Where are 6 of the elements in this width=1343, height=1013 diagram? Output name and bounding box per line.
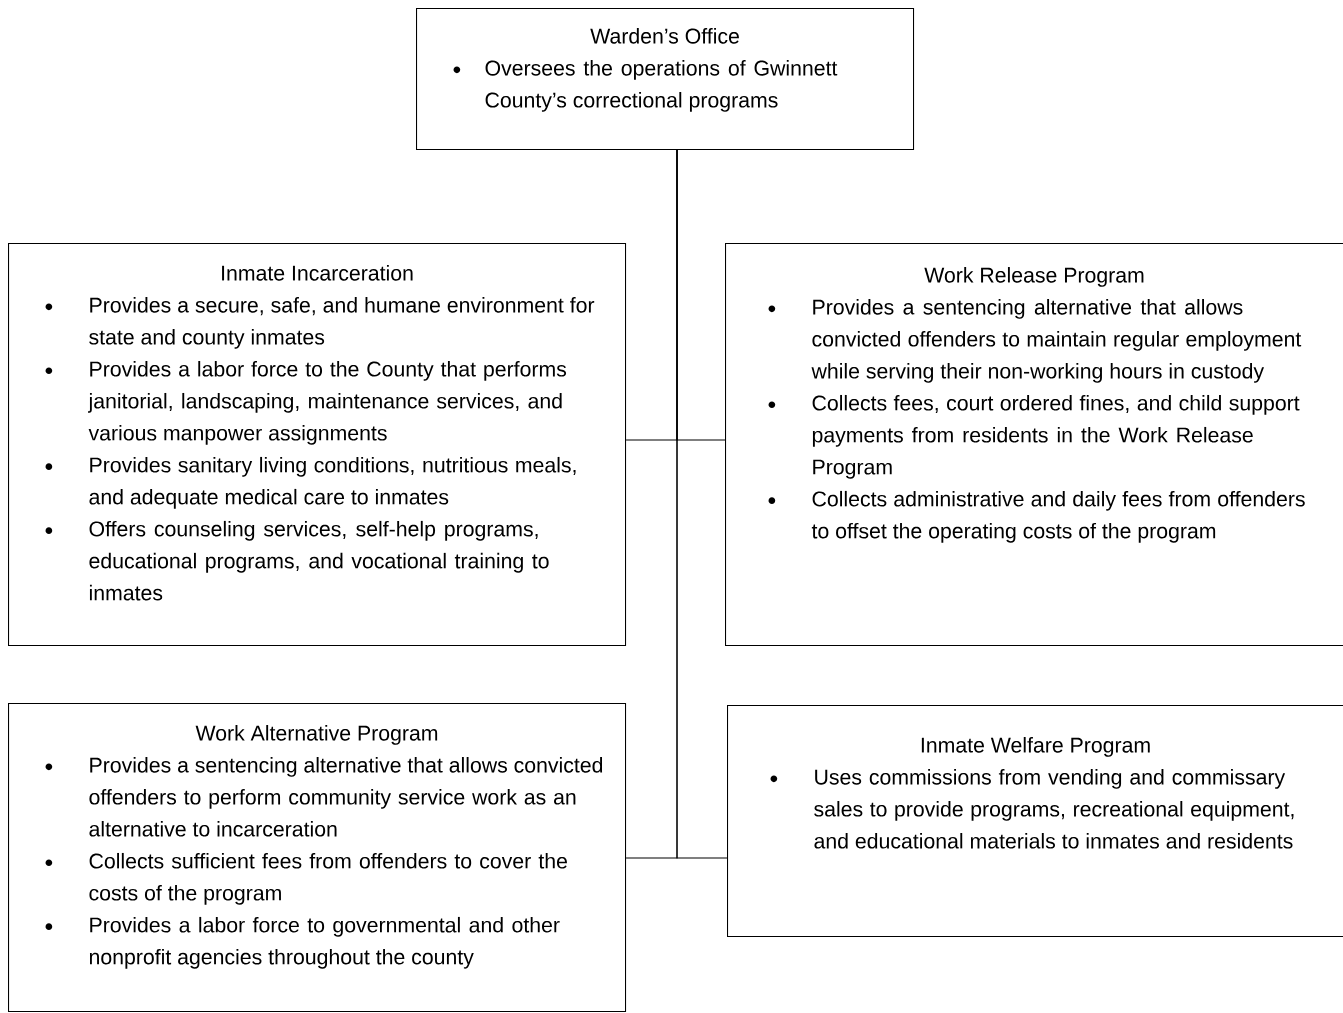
connector-line — [676, 149, 728, 859]
program-box: Work Release Program Provides a sentencing alternative that allows convicted offenders to maintain regular employment while serving their non-working hours in custody Collects fees, court ordered fines, and child support payments from residents in the Work Release Program Collects administrative and daily fees from offenders to offset the operating costs of the program — [725, 243, 1343, 647]
program-box: Warden’s Office Oversees the operations of Gwinnett County’s correctional programs — [416, 8, 915, 151]
program-box: Work Alternative Program Provides a sentencing alternative that allows convicted offenders to perform community service work as an alternative to incarceration Collects sufficient fees from offenders to cover the costs of the program Provides a labor force to governmental and other nonprofit agencies throughout the county — [8, 703, 627, 1013]
program-box: Inmate Welfare Program Uses commissions from vending and commissary sales to provide programs, recreational equipment, and educational materials to inmates and residents — [727, 705, 1343, 938]
program-box: Inmate Incarceration Provides a secure, safe, and humane environment for state and county inmates Provides a labor force to the County that performs janitorial, landscaping, maintenance services, and various manpower assignments Provides sanitary living conditions, nutritious meals, and adequate medical care to inmates Offers counseling services, self-help programs, educational programs, and vocational training to inmates — [8, 243, 627, 647]
